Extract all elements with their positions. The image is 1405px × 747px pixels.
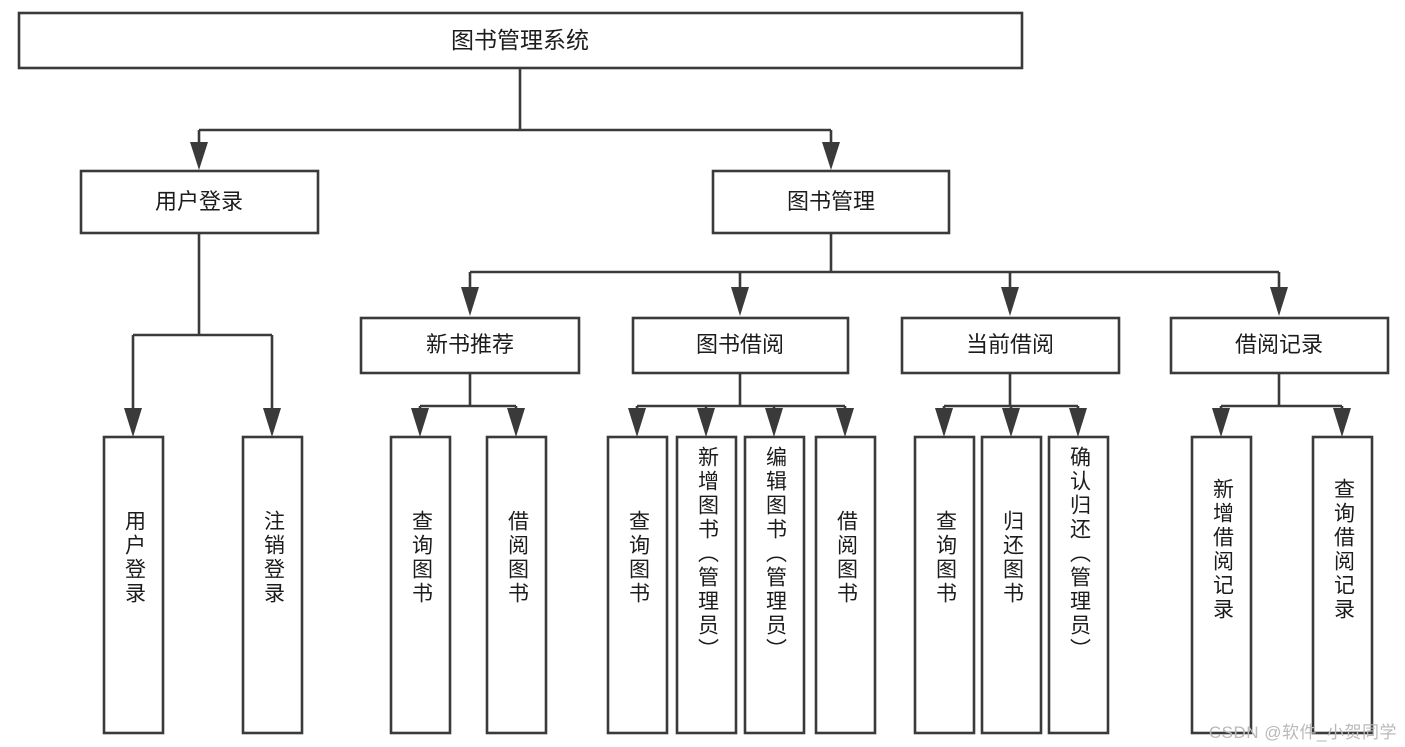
leaf-borrow-book-2-box[interactable] <box>814 435 877 735</box>
node-borrow-record[interactable]: 借阅记录 <box>1169 316 1390 375</box>
arrow-to-user-login <box>190 142 208 170</box>
leaf-query-book-1-label: 查询图书 <box>409 510 433 606</box>
arrow-to-borrow-record <box>1270 287 1288 316</box>
node-user-login-label: 用户登录 <box>155 189 243 214</box>
leaf-edit-book-label: 编辑图书（管理员） <box>763 446 787 662</box>
arrow-to-leaf-confirm-return <box>1069 408 1087 437</box>
leaf-confirm-return-label: 确认归还（管理员） <box>1067 446 1091 662</box>
arrow-to-current-borrow <box>1001 287 1019 316</box>
leaf-boxes <box>102 435 1374 735</box>
arrow-to-leaf-user-login <box>124 408 142 437</box>
arrow-to-leaf-edit-book <box>765 408 783 437</box>
leaf-query-book-2-box[interactable] <box>606 435 669 735</box>
leaf-add-record-label: 新增借阅记录 <box>1210 478 1234 622</box>
leaf-query-record-label: 查询借阅记录 <box>1331 478 1355 622</box>
node-book-manage[interactable]: 图书管理 <box>711 169 951 235</box>
arrow-to-leaf-user-logout <box>263 408 281 437</box>
node-book-manage-box[interactable] <box>711 169 951 235</box>
leaf-borrow-book-1-label: 借阅图书 <box>505 510 529 606</box>
leaf-borrow-book-1-box[interactable] <box>485 435 548 735</box>
leaf-user-logout-box[interactable] <box>241 435 304 735</box>
leaf-add-book-box[interactable] <box>675 435 738 735</box>
node-root[interactable]: 图书管理系统 <box>17 11 1024 70</box>
node-new-book-recommend-label: 新书推荐 <box>426 332 514 357</box>
leaf-user-login-box[interactable] <box>102 435 165 735</box>
arrow-to-leaf-return-book <box>1002 408 1020 437</box>
leaf-borrow-book-2-label: 借阅图书 <box>834 510 858 606</box>
node-borrow-record-label: 借阅记录 <box>1235 332 1323 357</box>
leaf-query-book-3-box[interactable] <box>913 435 976 735</box>
arrow-to-leaf-borrow-book-1 <box>507 408 525 437</box>
node-book-borrow-box[interactable] <box>631 316 850 375</box>
leaf-user-logout-label: 注销登录 <box>261 510 285 606</box>
node-book-borrow[interactable]: 图书借阅 <box>631 316 850 375</box>
leaf-query-book-1-box[interactable] <box>389 435 452 735</box>
leaf-add-record-box[interactable] <box>1190 435 1253 735</box>
node-new-book-recommend[interactable]: 新书推荐 <box>359 316 581 375</box>
node-current-borrow-label: 当前借阅 <box>966 332 1054 357</box>
arrow-to-leaf-borrow-book-2 <box>836 408 854 437</box>
arrow-to-leaf-add-book <box>697 408 715 437</box>
leaf-return-book-label: 归还图书 <box>1000 510 1024 606</box>
leaf-user-login-label: 用户登录 <box>122 510 146 606</box>
arrow-to-leaf-query-book-3 <box>935 408 953 437</box>
node-book-manage-label: 图书管理 <box>787 189 875 214</box>
leaf-edit-book-box[interactable] <box>743 435 806 735</box>
leaf-confirm-return-box[interactable] <box>1047 435 1110 735</box>
leaf-return-book-box[interactable] <box>980 435 1043 735</box>
leaf-query-book-2-label: 查询图书 <box>626 510 650 606</box>
csdn-watermark: CSDN @软件_小贺同学 <box>1208 723 1397 742</box>
arrow-to-leaf-query-book-2 <box>628 408 646 437</box>
leaf-add-book-label: 新增图书（管理员） <box>695 446 719 662</box>
arrow-to-leaf-query-book-1 <box>411 408 429 437</box>
connectors <box>124 68 1351 437</box>
leaf-query-record-box[interactable] <box>1311 435 1374 735</box>
arrow-to-new-book-recommend <box>461 287 479 316</box>
node-new-book-recommend-box[interactable] <box>359 316 581 375</box>
arrow-to-leaf-query-record <box>1333 408 1351 437</box>
node-root-label: 图书管理系统 <box>451 27 589 53</box>
arrow-to-leaf-add-record <box>1212 408 1230 437</box>
node-current-borrow[interactable]: 当前借阅 <box>900 316 1121 375</box>
node-borrow-record-box[interactable] <box>1169 316 1390 375</box>
arrow-to-book-manage <box>822 142 840 170</box>
node-book-borrow-label: 图书借阅 <box>696 332 784 357</box>
leaf-query-book-3-label: 查询图书 <box>933 510 957 606</box>
node-root-box[interactable] <box>17 11 1024 70</box>
arrow-to-book-borrow <box>731 287 749 316</box>
node-user-login-box[interactable] <box>79 169 320 235</box>
node-current-borrow-box[interactable] <box>900 316 1121 375</box>
node-user-login[interactable]: 用户登录 <box>79 169 320 235</box>
